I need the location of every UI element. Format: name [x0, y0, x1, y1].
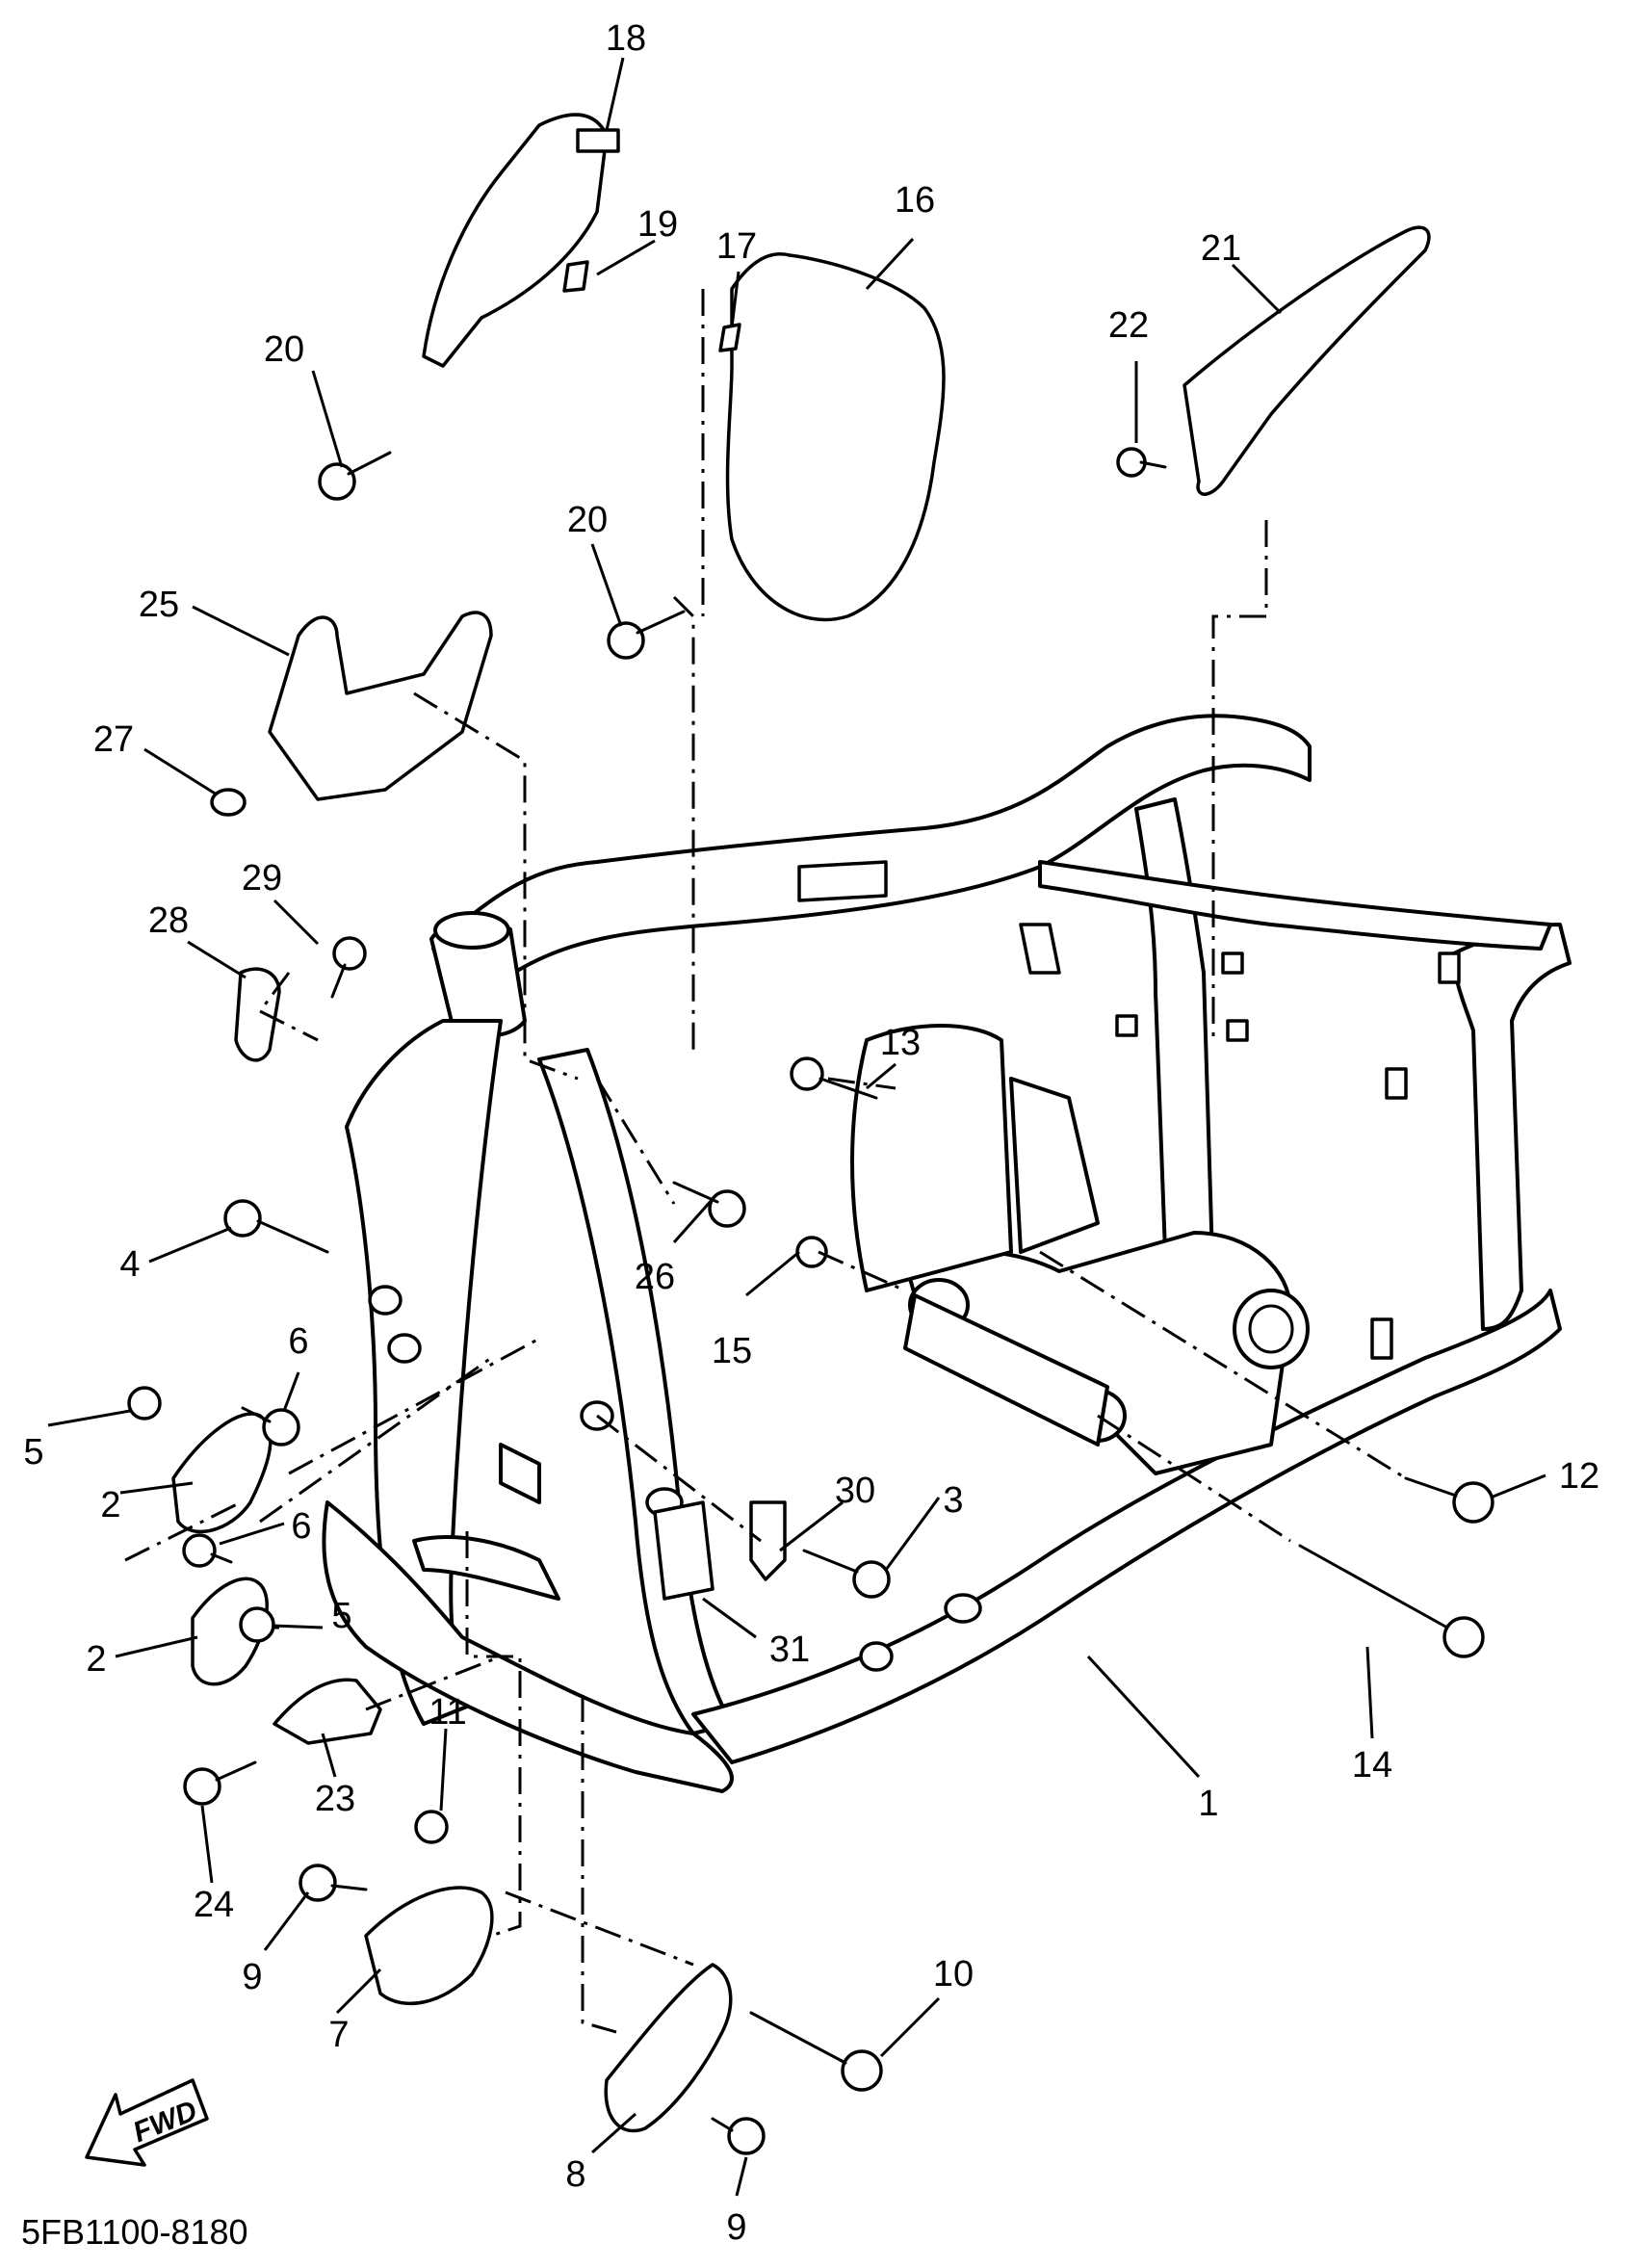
- part-31-label: [653, 1500, 715, 1601]
- callout-7: 7: [328, 2015, 349, 2055]
- callout-21: 21: [1201, 228, 1241, 269]
- part-16-cover: [725, 252, 946, 622]
- callout-20-center: 20: [567, 500, 608, 540]
- callout-23: 23: [315, 1779, 355, 1819]
- callout-27: 27: [93, 719, 134, 760]
- part-18-connector: [576, 128, 620, 153]
- callout-17: 17: [716, 226, 757, 267]
- callout-2-lower: 2: [86, 1639, 106, 1680]
- part-2-upper-plate: [171, 1412, 273, 1534]
- callout-18: 18: [606, 18, 646, 59]
- part-17-label: [718, 323, 741, 352]
- part-18-bracket: [422, 113, 609, 368]
- callout-11: 11: [429, 1692, 466, 1733]
- callout-9-bottom: 9: [726, 2207, 746, 2248]
- callout-29: 29: [242, 858, 282, 899]
- callout-26: 26: [635, 1257, 675, 1297]
- callout-28: 28: [148, 900, 189, 941]
- callout-12: 12: [1559, 1456, 1599, 1497]
- assembly-lines: [124, 289, 1407, 2034]
- part-8-plate: [604, 1963, 733, 2133]
- callout-14: 14: [1352, 1745, 1392, 1786]
- callout-31: 31: [769, 1629, 810, 1670]
- callout-2-upper: 2: [100, 1485, 120, 1525]
- callout-1: 1: [1198, 1784, 1218, 1824]
- callout-5-lower: 5: [331, 1596, 351, 1636]
- callout-22: 22: [1108, 305, 1149, 346]
- part-23-bracket: [273, 1678, 382, 1745]
- callout-24: 24: [194, 1885, 234, 1925]
- callout-4: 4: [119, 1244, 140, 1285]
- callout-16: 16: [895, 180, 935, 221]
- main-frame: [322, 714, 1572, 1793]
- part-30-stay: [749, 1500, 787, 1581]
- part-19-label: [562, 260, 589, 293]
- callout-6-upper: 6: [288, 1321, 308, 1362]
- part-27-grommet: [210, 788, 247, 817]
- part-7-plate: [364, 1886, 494, 2006]
- catalog-number: 5FB1100-8180: [21, 2212, 248, 2252]
- callout-9-left: 9: [242, 1957, 262, 1997]
- callout-30: 30: [835, 1471, 875, 1511]
- part-21-stay: [1182, 225, 1431, 496]
- callout-19: 19: [637, 204, 678, 245]
- leader-lines: [47, 57, 1546, 2197]
- fasteners: [127, 447, 1494, 2155]
- callout-labels: 18 19 17 16 21 22 20 20 25 27 29 28 13 4…: [23, 18, 1599, 2248]
- callout-25: 25: [139, 585, 179, 625]
- callout-6-lower: 6: [291, 1506, 311, 1547]
- callout-13: 13: [880, 1023, 921, 1063]
- callout-10: 10: [933, 1954, 974, 1994]
- part-25-bracket-assembly: [268, 611, 493, 801]
- part-28-bracket: [234, 967, 281, 1062]
- callout-15: 15: [712, 1331, 752, 1371]
- callout-5-upper: 5: [23, 1432, 43, 1473]
- callout-20-upper: 20: [264, 329, 304, 370]
- callout-8: 8: [565, 2154, 585, 2195]
- fwd-direction-arrow: FWD: [85, 2078, 209, 2167]
- callout-3: 3: [943, 1480, 963, 1521]
